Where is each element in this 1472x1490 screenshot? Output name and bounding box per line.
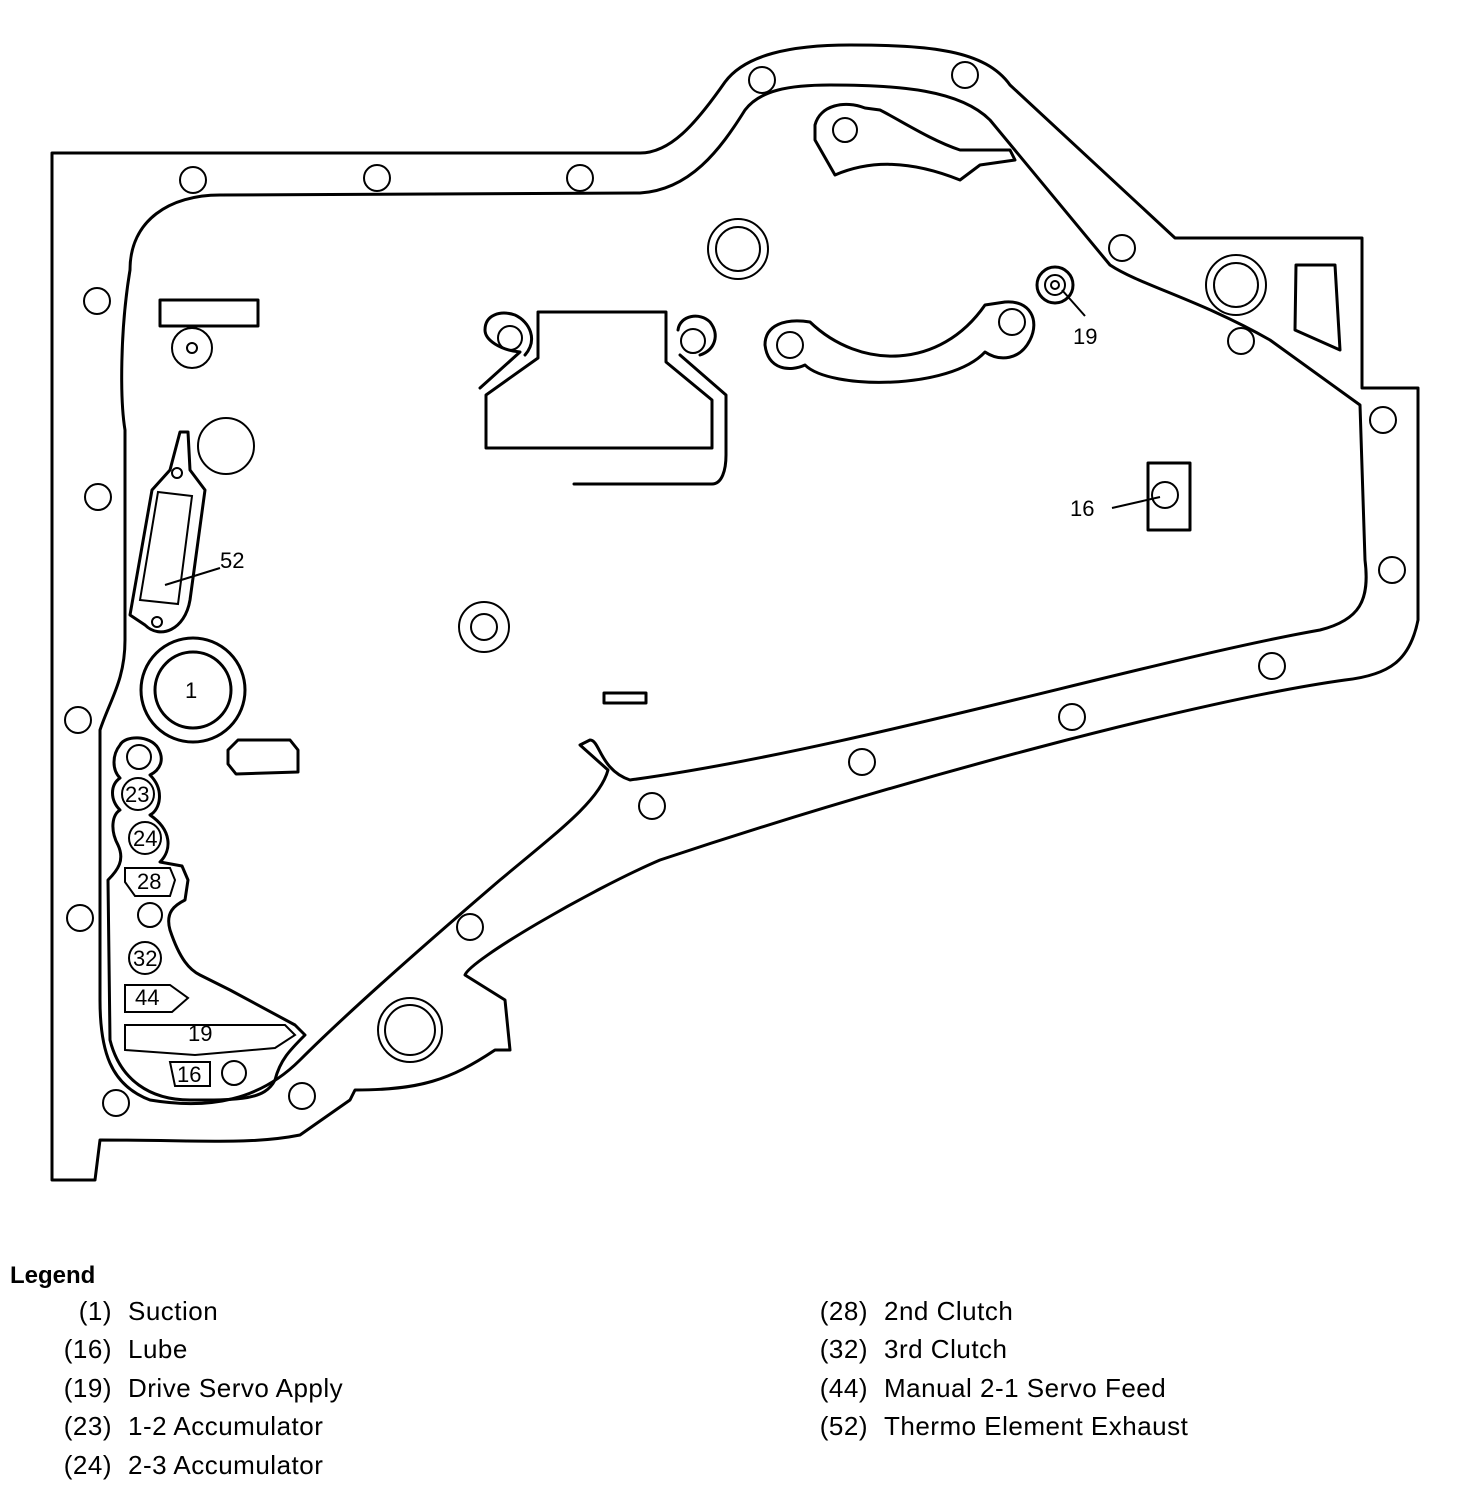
inner-gasket-boundary	[98, 83, 1368, 1106]
bolt-hole	[748, 66, 776, 94]
slot-upper-left	[158, 298, 260, 328]
bolt-hole	[638, 792, 666, 820]
legend-item: (44)Manual 2-1 Servo Feed	[819, 1372, 1167, 1403]
bolt-hole	[179, 166, 207, 194]
bolt-hole	[1258, 652, 1286, 680]
right-trapezoid	[1293, 263, 1342, 352]
bolt-hole	[102, 1089, 130, 1117]
bolt-holes	[64, 61, 1406, 1117]
callout-19-inner: 19	[188, 1021, 212, 1046]
bolt-hole	[456, 913, 484, 941]
legend-column-right: (28)2nd Clutch (32)3rd Clutch (44)Manual…	[806, 1292, 1188, 1446]
bolt-hole	[84, 483, 112, 511]
legend-item: (28)2nd Clutch	[819, 1295, 1014, 1326]
drive-servo-port: 19	[1035, 265, 1097, 349]
bolt-hole	[288, 1082, 316, 1110]
callout-23: 23	[125, 782, 149, 807]
legend-item: (16)Lube	[63, 1334, 188, 1365]
suction-port: 1	[139, 636, 247, 744]
crescent-upper-right	[763, 102, 1036, 384]
pad-near-suction	[226, 738, 300, 776]
central-pocket	[478, 310, 728, 486]
legend-title: Legend	[10, 1262, 96, 1289]
bolt-hole	[1108, 234, 1136, 262]
legend-column-left: (1)Suction (16)Lube (19)Drive Servo Appl…	[50, 1292, 343, 1485]
bolt-hole	[566, 164, 594, 192]
callout-28: 28	[137, 869, 161, 894]
callout-19-top: 19	[1073, 324, 1097, 349]
accumulator-column: 23 24 28 32 44 19 16	[106, 736, 307, 1102]
callout-24: 24	[133, 826, 157, 851]
callout-32: 32	[133, 946, 157, 971]
legend-item: (32)3rd Clutch	[819, 1334, 1008, 1365]
callout-52: 52	[220, 548, 244, 573]
legend-item: (23)1-2 Accumulator	[63, 1411, 324, 1442]
callout-44: 44	[135, 985, 159, 1010]
bolt-hole	[83, 287, 111, 315]
bolt-hole	[1369, 406, 1397, 434]
legend-item: (1)Suction	[78, 1295, 219, 1326]
legend-item: (19)Drive Servo Apply	[63, 1372, 344, 1403]
bolt-hole	[848, 748, 876, 776]
legend-item: (52)Thermo Element Exhaust	[819, 1411, 1189, 1442]
bolt-hole	[1378, 556, 1406, 584]
callout-16-body: 16	[1070, 496, 1094, 521]
bolt-hole	[66, 904, 94, 932]
large-ports	[197, 218, 1267, 1063]
callout-16-inner: 16	[177, 1062, 201, 1087]
bolt-hole	[1058, 703, 1086, 731]
bolt-hole	[64, 706, 92, 734]
lube-port: 16	[1070, 461, 1192, 532]
gasket-diagram: 1 52 19	[50, 43, 1420, 1182]
callout-1: 1	[185, 678, 197, 703]
bolt-hole	[363, 164, 391, 192]
thermo-element-port: 52	[128, 430, 244, 634]
legend: Legend (1)Suction (16)Lube (19)Drive Ser…	[0, 1258, 1472, 1490]
bolt-hole	[1227, 327, 1255, 355]
small-slot	[602, 691, 648, 705]
outer-plate-outline	[50, 43, 1420, 1182]
legend-item: (24)2-3 Accumulator	[63, 1449, 324, 1480]
bolt-hole	[951, 61, 979, 89]
